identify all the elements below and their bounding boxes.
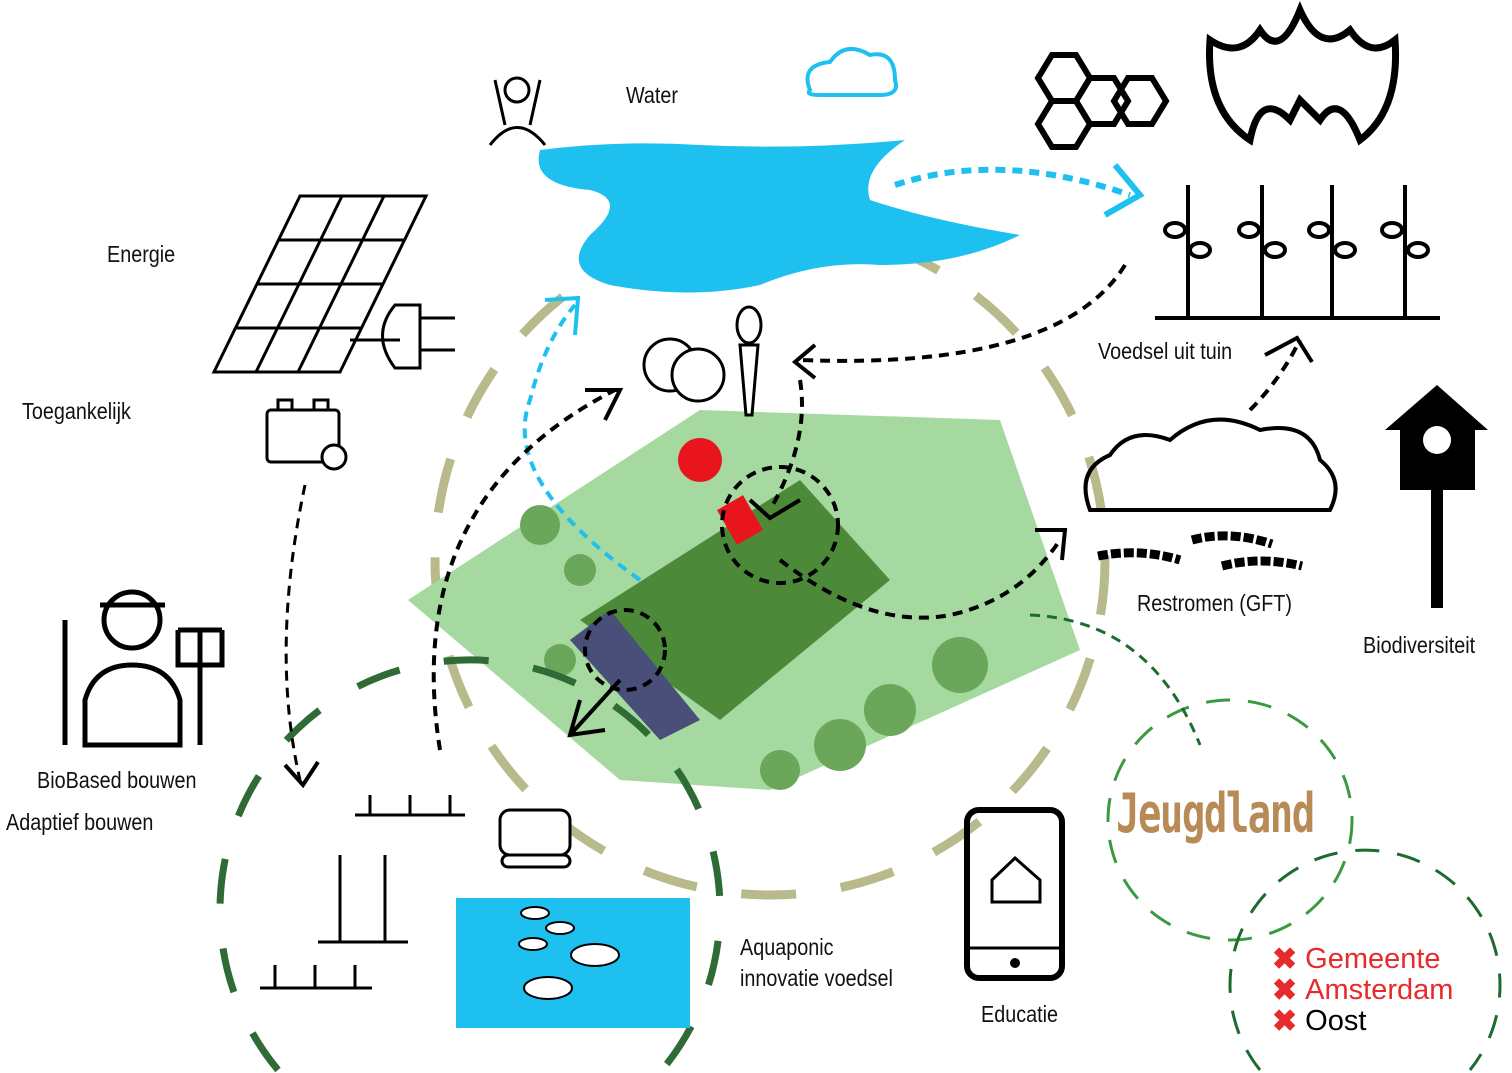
label-restromen: Restromen (GFT) (1137, 590, 1292, 616)
xxx-cross-icon: ✖ (1272, 1005, 1298, 1038)
vegetables-icon (642, 305, 763, 417)
logo-line-1: Gemeente (1305, 943, 1441, 975)
birdhouse-icon (1385, 385, 1488, 608)
rain-cloud-icon (805, 46, 898, 97)
logo-line-3: Oost (1305, 1005, 1367, 1037)
label-innovatie-voedsel: innovatie voedsel (740, 965, 893, 991)
label-biobased-bouwen: BioBased bouwen (37, 767, 197, 793)
hydroponic-plants-icon (260, 795, 465, 990)
bat-icon (1206, 1, 1400, 146)
red-slide (717, 495, 763, 545)
red-structure (678, 438, 722, 482)
label-aquaponic: Aquaponic (740, 934, 834, 960)
arrowheads (283, 163, 1314, 789)
label-water: Water (626, 82, 679, 108)
plants-icon (1155, 185, 1440, 320)
label-energie: Energie (107, 241, 176, 267)
label-toegankelijk: Toegankelijk (22, 398, 131, 424)
solar-roof (570, 610, 700, 740)
solar-panel-icon (211, 194, 455, 374)
aquaponic-tank (456, 898, 690, 1028)
fish-icons (518, 906, 620, 1000)
aquaponic-ring (216, 656, 724, 1073)
honeycomb-icon (1034, 52, 1170, 150)
water-pond (538, 140, 1020, 293)
battery-icon (265, 398, 348, 471)
central-dashed-ring (430, 220, 1110, 900)
label-educatie: Educatie (981, 1001, 1058, 1027)
pump-icon (498, 808, 572, 869)
green-roof (580, 480, 890, 720)
meditation-icon (488, 76, 547, 146)
jeugdland-logo: Jeugdland (1116, 782, 1315, 845)
gemeente-amsterdam-oost-logo: ✖Gemeente ✖Amsterdam ✖Oost (1272, 943, 1454, 1038)
jeugdland-ring (1106, 698, 1354, 942)
flow-arrows (284, 166, 1302, 781)
label-adaptief-bouwen: Adaptief bouwen (6, 809, 154, 835)
phone-icon (964, 807, 1065, 981)
label-voedsel-uit-tuin: Voedsel uit tuin (1098, 338, 1233, 364)
label-biodiversiteit: Biodiversiteit (1363, 632, 1476, 658)
xxx-cross-icon: ✖ (1272, 943, 1298, 976)
compost-cloud-icon (1083, 417, 1338, 512)
gemeente-ring (1228, 848, 1502, 1071)
worms-icon (1097, 531, 1304, 571)
logo-line-2: Amsterdam (1305, 974, 1454, 1006)
xxx-cross-icon: ✖ (1272, 974, 1298, 1007)
trees (520, 505, 988, 790)
farmer-icon (62, 589, 225, 748)
